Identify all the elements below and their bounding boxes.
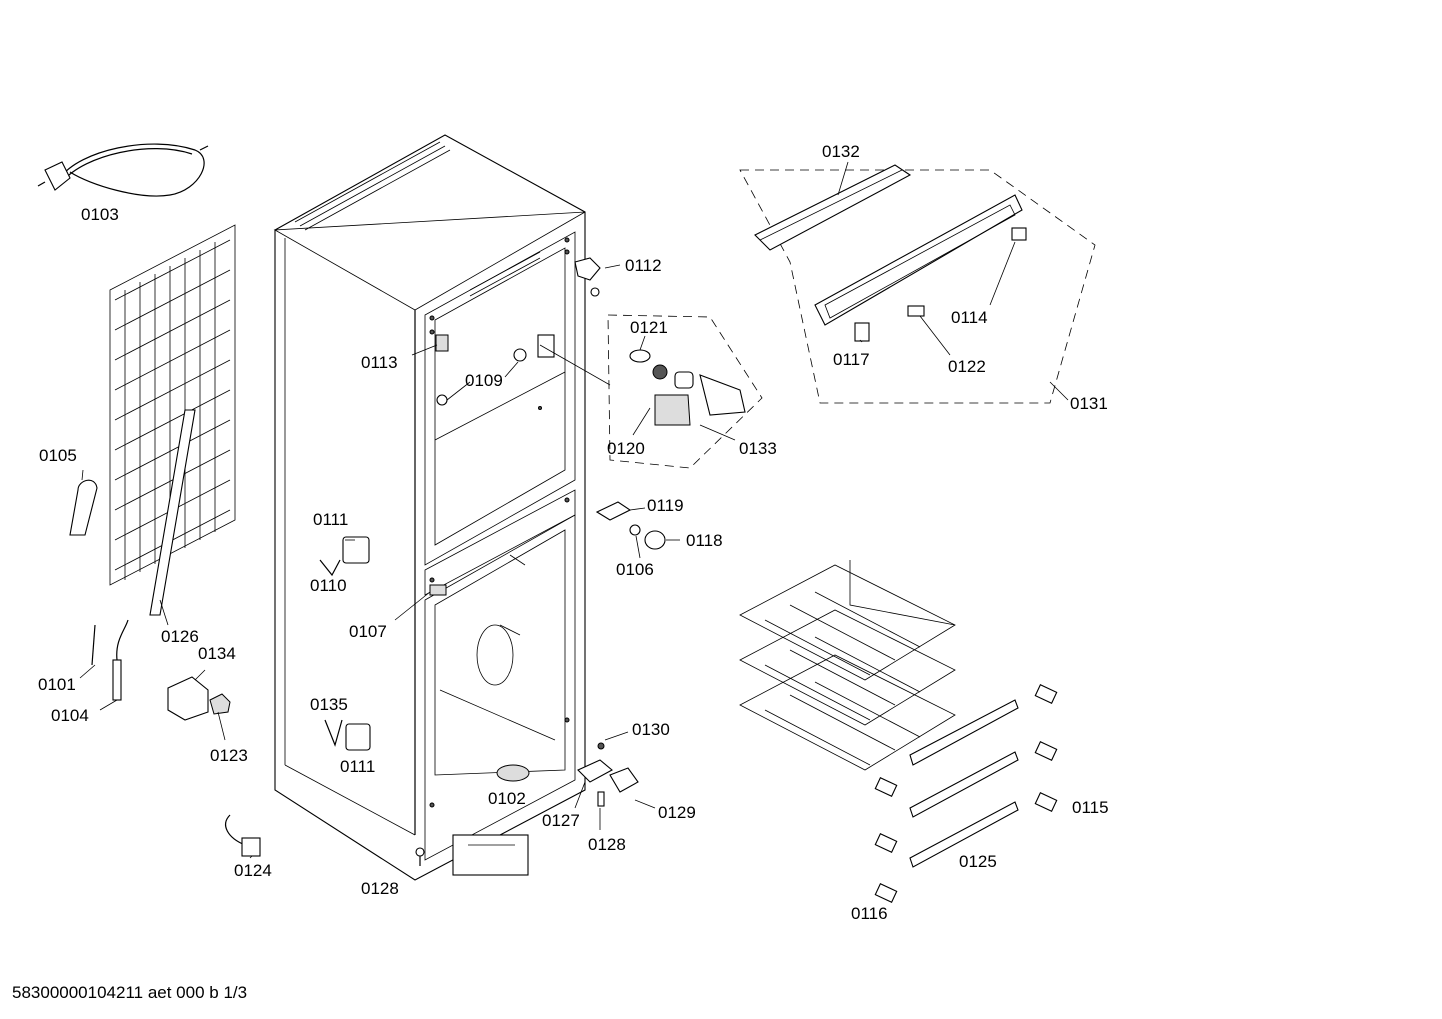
document-footer-code: 58300000104211 aet 000 b 1/3: [12, 983, 247, 1002]
label-0110: 0110: [310, 576, 347, 595]
label-0114: 0114: [951, 308, 988, 327]
relay-box: [167, 676, 231, 721]
label-0128-hinge: 0128: [588, 835, 626, 854]
cabinet-small-parts: [319, 334, 555, 876]
label-0126: 0126: [161, 627, 199, 646]
label-0128-bottom: 0128: [361, 879, 399, 898]
label-0115: 0115: [1072, 798, 1109, 817]
label-0102: 0102: [488, 789, 526, 808]
label-0124: 0124: [234, 861, 272, 880]
label-0116: 0116: [851, 904, 888, 923]
label-0122: 0122: [948, 357, 986, 376]
sensor-parts: [91, 619, 129, 701]
power-cord: [37, 143, 209, 197]
label-0121: 0121: [630, 318, 668, 337]
label-0105: 0105: [39, 446, 77, 465]
label-0109: 0109: [465, 371, 503, 390]
refrigerator-cabinet: [273, 134, 586, 881]
label-0111-upper: 0111: [313, 510, 348, 529]
label-0101: 0101: [38, 675, 76, 694]
label-0112: 0112: [625, 256, 662, 275]
label-0130: 0130: [632, 720, 670, 739]
part-labels: 0103 0105 0101 0104 0126 0134 0123 0124 …: [38, 142, 1109, 923]
label-0133: 0133: [739, 439, 777, 458]
label-0107: 0107: [349, 622, 387, 641]
cable-part: [225, 814, 261, 857]
label-0113: 0113: [361, 353, 398, 372]
leader-lines: [79, 161, 1069, 859]
label-0103: 0103: [81, 205, 119, 224]
label-0123: 0123: [210, 746, 248, 765]
label-0120: 0120: [607, 439, 645, 458]
bottom-hinge-parts: [577, 742, 639, 807]
control-panel-group: [739, 164, 1096, 404]
label-0118: 0118: [686, 531, 723, 550]
label-0134: 0134: [198, 644, 236, 663]
label-0119: 0119: [647, 496, 684, 515]
label-0135: 0135: [310, 695, 348, 714]
label-0131: 0131: [1070, 394, 1108, 413]
label-0132: 0132: [822, 142, 860, 161]
hinge-bracket: [574, 257, 601, 297]
label-0125: 0125: [959, 852, 997, 871]
label-0104: 0104: [51, 706, 89, 725]
hose-part: [69, 479, 98, 536]
label-0117: 0117: [833, 350, 870, 369]
wire-shelves: [739, 560, 1058, 903]
label-0127: 0127: [542, 811, 580, 830]
lamp-assembly-group: [539, 314, 763, 469]
label-0111-lower: 0111: [340, 757, 375, 776]
condenser-coil: [109, 224, 236, 616]
label-0106: 0106: [616, 560, 654, 579]
label-0129: 0129: [658, 803, 696, 822]
